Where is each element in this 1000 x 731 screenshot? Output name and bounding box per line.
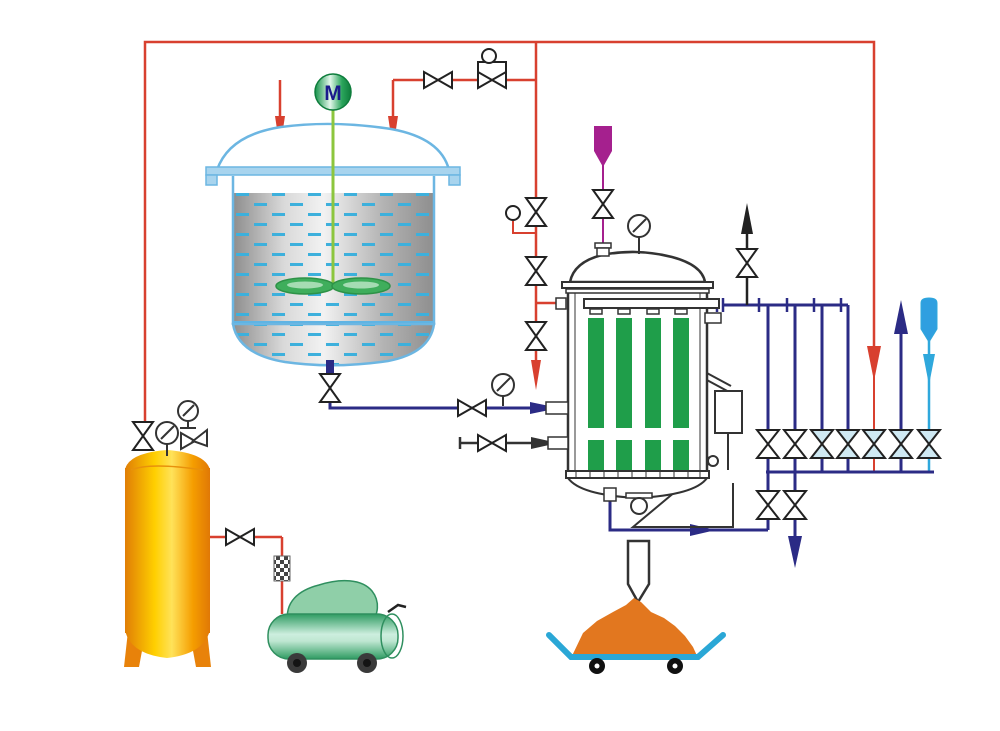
pressure-regulator <box>477 48 507 72</box>
filtrate-outlet-stub <box>603 487 617 502</box>
drain-valve <box>754 490 782 507</box>
pipe-union-ticks <box>715 298 843 312</box>
tank-outlet-valve <box>318 373 342 390</box>
filter-pressure-gauge <box>627 214 651 254</box>
valve <box>477 433 495 453</box>
receiver-top-valve <box>131 421 155 438</box>
powder-pile <box>571 598 698 658</box>
filter-flange <box>561 281 714 289</box>
valve <box>457 398 475 418</box>
manifold-valve <box>781 429 809 446</box>
valve <box>423 70 441 90</box>
wash-flow-arrow <box>923 354 935 385</box>
manifold-valve <box>834 429 862 446</box>
tank-outlet-stub <box>326 360 334 375</box>
drain-valve <box>781 490 809 507</box>
valves-vertical <box>131 189 759 451</box>
drain-valves <box>754 490 809 520</box>
manifold-valve <box>754 429 782 446</box>
compressor-pump-head <box>286 579 379 624</box>
valve <box>524 321 548 338</box>
riser-bypass <box>505 205 536 234</box>
valves-horizontal <box>225 70 507 547</box>
manifold-valve <box>887 429 915 446</box>
valve <box>524 197 548 214</box>
wash-inlet-nozzle <box>920 297 938 343</box>
manifold-valve <box>808 429 836 446</box>
precoat-funnel <box>594 126 612 167</box>
bottom-valve-ball <box>630 497 648 515</box>
manifold-valve-row <box>754 429 943 459</box>
feed-nozzle <box>545 401 569 415</box>
inline-air-filter <box>273 555 291 582</box>
relief-valve <box>180 431 198 451</box>
manifold-valve <box>915 429 943 446</box>
aux-inlet-arrow <box>531 437 558 449</box>
plate-header-bar <box>583 298 720 309</box>
agitator-motor: M <box>314 73 352 111</box>
vent-valve <box>735 248 759 265</box>
manifold-valve <box>860 429 888 446</box>
discharge-chute <box>626 539 651 605</box>
mixing-tank: M <box>205 73 461 375</box>
valve <box>524 256 548 273</box>
precoat-valve <box>591 189 615 206</box>
compressor-tank <box>267 613 399 660</box>
compressor <box>267 579 407 673</box>
air-receiver-tank <box>124 450 211 667</box>
precoat-feed <box>594 126 612 245</box>
receiver-top-fittings <box>155 400 208 456</box>
valve <box>225 527 243 547</box>
filter-plates <box>588 308 689 471</box>
filter-vessel <box>545 214 743 528</box>
vent-arrow-up <box>741 203 753 234</box>
impeller <box>275 277 391 295</box>
feed-line-gauge <box>491 373 515 406</box>
filter-dome <box>568 250 707 284</box>
compressor-handle <box>387 603 407 614</box>
motor-label: M <box>324 82 342 105</box>
collection-cart <box>546 632 726 674</box>
